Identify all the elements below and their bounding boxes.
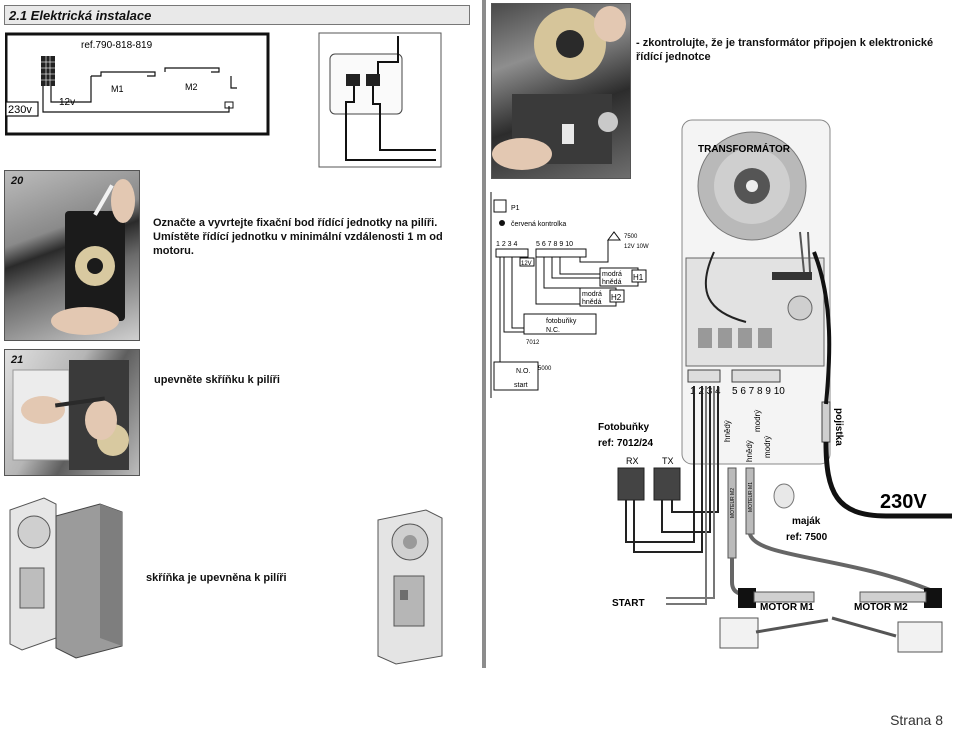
schematic-no: N.O. bbox=[516, 368, 530, 375]
schematic-ref-7012: 7012 bbox=[526, 340, 540, 346]
housing-assembly-illustration bbox=[4, 488, 132, 660]
photocells-ref: ref: 7012/24 bbox=[598, 438, 653, 449]
schematic-12v: 12V bbox=[521, 261, 532, 267]
schematic-brown-h1: hnědá bbox=[602, 279, 622, 286]
schematic-lamp-ref: 7500 bbox=[624, 234, 638, 240]
motor-m2-tag: MOTEUR M2 bbox=[730, 488, 736, 518]
photocells-title: Fotobuňky bbox=[598, 422, 650, 433]
transformer-label: TRANSFORMÁTOR bbox=[698, 142, 791, 155]
schematic-start: start bbox=[514, 382, 528, 389]
section-title: 2.1 Elektrická instalace bbox=[4, 5, 470, 25]
ref-label: ref.790-818-819 bbox=[81, 40, 153, 51]
schematic-blue-h2: modrá bbox=[582, 291, 602, 298]
housing-detail-diagram bbox=[318, 32, 443, 168]
wire-blue-2: modrý bbox=[763, 436, 772, 458]
transformer-photo bbox=[491, 3, 631, 179]
housing-detail-svg bbox=[318, 32, 442, 168]
housing-mounted-svg bbox=[377, 509, 443, 665]
transformer-check-text: - zkontrolujte, že je transformátor přip… bbox=[636, 37, 934, 63]
step21-text: upevněte skříňku k pilíři bbox=[154, 374, 280, 386]
start-label: START bbox=[612, 598, 645, 609]
step20-number: 20 bbox=[11, 175, 24, 187]
schematic-nc: N.C. bbox=[546, 327, 560, 334]
red-light-label: červená kontrolka bbox=[511, 221, 566, 228]
schematic-ref-5000: 5000 bbox=[538, 366, 552, 372]
step22-text: skříňka je upevněna k pilíři bbox=[146, 572, 287, 584]
wire-brown-1: hnědý bbox=[723, 420, 732, 442]
motor2-label: MOTOR M2 bbox=[854, 602, 908, 613]
lamp-label: maják bbox=[792, 516, 821, 527]
motor1-label: MOTOR M1 bbox=[760, 602, 814, 613]
fuse-label: pojistka bbox=[833, 408, 844, 446]
schematic-diagram: P1 červená kontrolka 1 2 3 4 5 6 7 8 9 1… bbox=[490, 192, 665, 398]
schematic-svg: P1 červená kontrolka 1 2 3 4 5 6 7 8 9 1… bbox=[490, 192, 649, 398]
top-wiring-svg: 230v 12v M1 M2 ref.790-818-819 bbox=[4, 32, 270, 136]
step21-photo: 21 bbox=[4, 349, 140, 476]
low-voltage-label: 12v bbox=[59, 97, 75, 108]
schematic-photocells: fotobuňky bbox=[546, 318, 577, 325]
motor-m1-tag: MOTEUR M1 bbox=[748, 482, 754, 512]
schematic-brown-h2: hnědá bbox=[582, 299, 602, 306]
control-unit-icon bbox=[41, 56, 55, 86]
p1-label: P1 bbox=[511, 205, 520, 212]
mains-voltage-label: 230v bbox=[8, 104, 32, 116]
housing-assembly-svg bbox=[9, 497, 123, 659]
board-terminals-b: 5 6 7 8 9 10 bbox=[732, 386, 785, 397]
schematic-h1: H1 bbox=[633, 273, 644, 282]
schematic-blue-h1: modrá bbox=[602, 271, 622, 278]
top-wiring-diagram: 230v 12v M1 M2 ref.790-818-819 bbox=[4, 32, 271, 136]
schematic-terminals-b: 5 6 7 8 9 10 bbox=[536, 241, 573, 248]
page-number: Strana 8 bbox=[890, 712, 943, 728]
schematic-lamp-voltage: 12V 10W bbox=[624, 244, 649, 250]
column-divider bbox=[482, 0, 486, 668]
control-board-svg: TRANSFORMÁTOR 1 2 3 4 5 6 7 8 9 10 pojis… bbox=[598, 119, 952, 653]
tx-label: TX bbox=[662, 456, 674, 466]
wire-blue-1: modrý bbox=[753, 410, 762, 432]
lamp-ref: ref: 7500 bbox=[786, 532, 828, 543]
control-board-illustration: TRANSFORMÁTOR 1 2 3 4 5 6 7 8 9 10 pojis… bbox=[596, 112, 956, 658]
housing-mounted-illustration bbox=[370, 506, 454, 666]
m1-label: M1 bbox=[111, 84, 124, 94]
schematic-terminals-a: 1 2 3 4 bbox=[496, 241, 518, 248]
step20-text: Označte a vyvrtejte fixační bod řídící j… bbox=[153, 217, 443, 257]
schematic-h2: H2 bbox=[611, 293, 622, 302]
m2-label: M2 bbox=[185, 82, 198, 92]
wire-brown-2: hnědý bbox=[745, 440, 754, 462]
step21-number: 21 bbox=[11, 354, 24, 366]
rx-label: RX bbox=[626, 456, 639, 466]
mains-voltage-230: 230V bbox=[880, 491, 927, 513]
step20-photo: 20 bbox=[4, 170, 140, 341]
